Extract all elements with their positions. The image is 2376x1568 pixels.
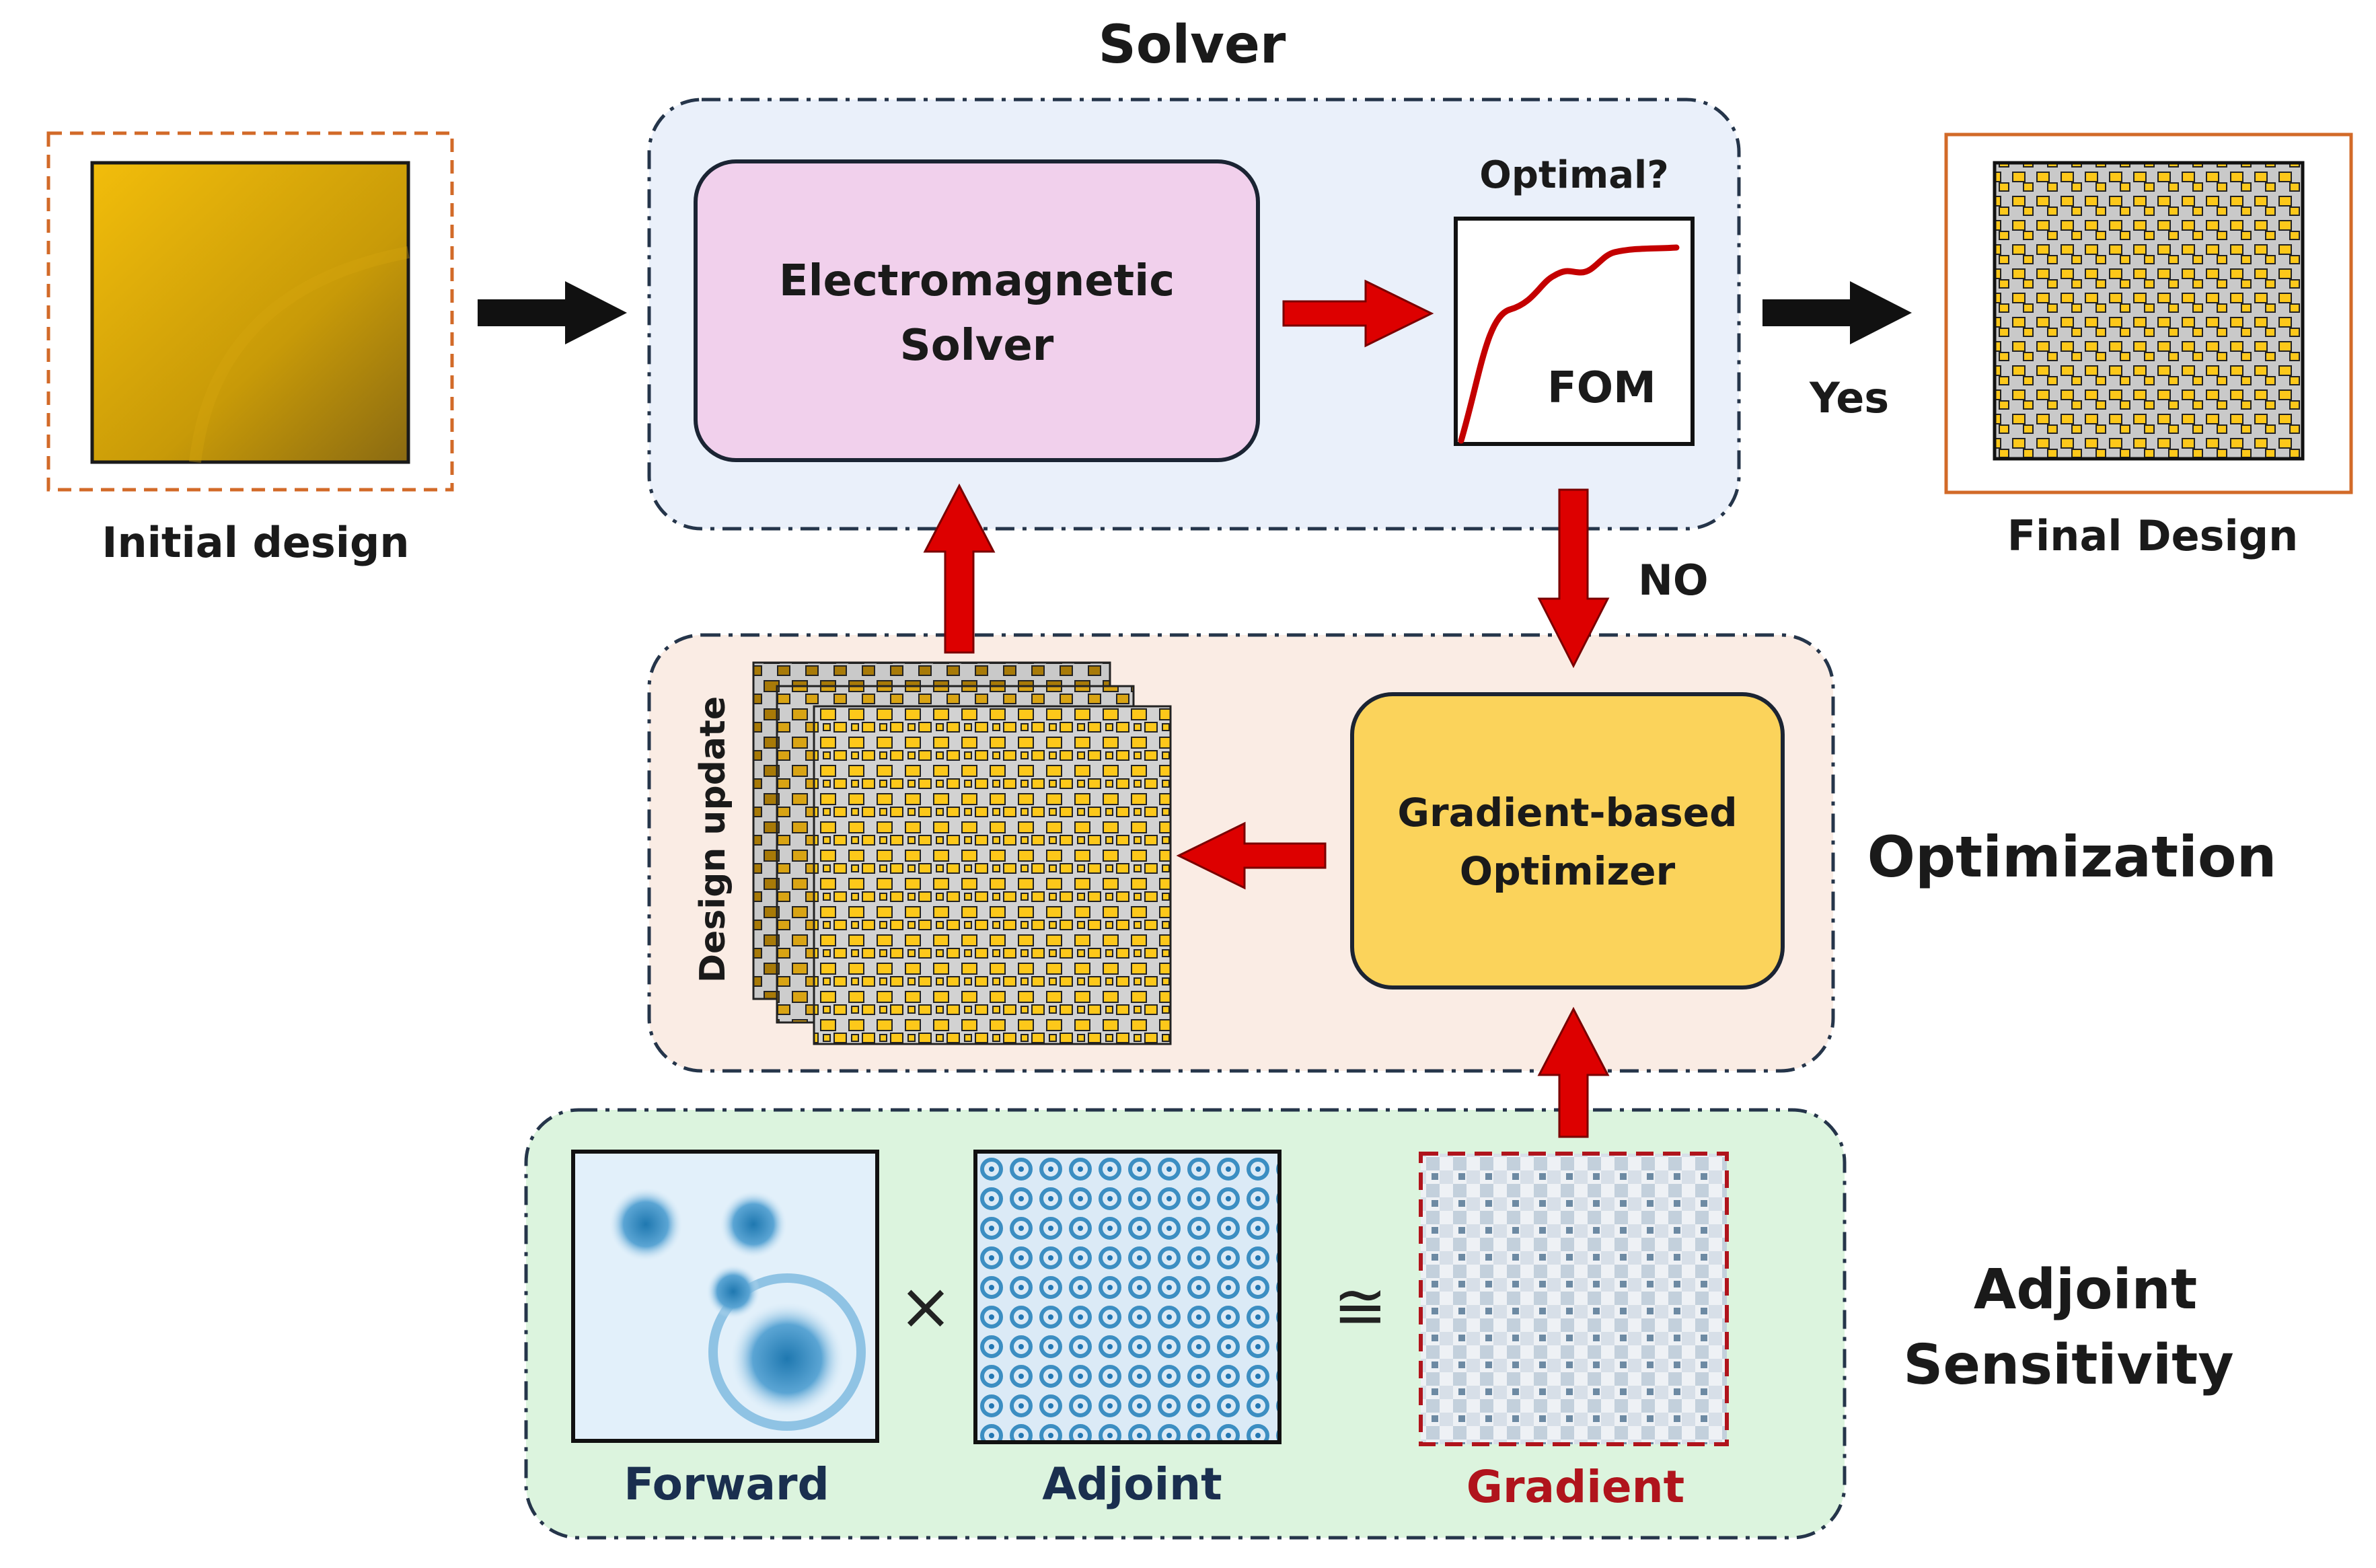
optimizer-box[interactable]	[1350, 692, 1785, 990]
times-symbol: ×	[899, 1269, 953, 1344]
design-update-label: Design update	[693, 696, 733, 983]
initial-design-label: Initial design	[102, 518, 410, 567]
forward-ring	[708, 1273, 866, 1431]
optimizer-line1: Gradient-based	[1397, 790, 1738, 835]
arrow-optimizer-to-update	[1176, 821, 1327, 890]
adjoint-title-line1: Adjoint	[1973, 1258, 2198, 1322]
forward-label: Forward	[624, 1458, 829, 1510]
initial-design-image	[90, 161, 410, 464]
adjoint-title-line2: Sensitivity	[1903, 1333, 2234, 1397]
no-label: NO	[1638, 556, 1709, 605]
arrow-no-to-optimizer	[1537, 488, 1610, 669]
initial-design-frame	[46, 131, 454, 492]
optimizer-line2: Optimizer	[1459, 848, 1676, 894]
em-solver-line1: Electromagnetic	[778, 256, 1175, 306]
arrow-update-to-solver	[923, 483, 996, 654]
arrow-solver-to-fom	[1282, 279, 1434, 348]
gradient-label: Gradient	[1466, 1461, 1685, 1513]
forward-hotspot	[720, 1191, 787, 1258]
forward-hotspot	[730, 1302, 844, 1416]
optimal-question: Optimal?	[1479, 153, 1669, 197]
gradient-map	[1419, 1152, 1729, 1446]
fom-chart-frame	[1454, 217, 1695, 446]
arrow-gradient-to-optimizer	[1537, 1006, 1610, 1138]
final-design-frame	[1944, 133, 2353, 494]
approx-symbol: ≅	[1333, 1269, 1387, 1344]
design-update-map-front	[813, 705, 1172, 1045]
forward-hotspot	[706, 1265, 760, 1318]
optimization-title: Optimization	[1867, 824, 2277, 890]
fom-label: FOM	[1547, 363, 1656, 413]
arrow-yes-to-final	[1762, 281, 1912, 344]
final-design-image	[1993, 161, 2305, 461]
final-design-label: Final Design	[2007, 511, 2299, 560]
em-solver-box[interactable]	[694, 159, 1260, 462]
em-solver-label: Electromagnetic Solver	[696, 249, 1258, 378]
solver-title: Solver	[1098, 15, 1286, 75]
arrow-initial-to-solver	[478, 281, 627, 344]
initial-design-shading	[189, 246, 410, 463]
em-solver-line2: Solver	[899, 321, 1054, 371]
adjoint-label: Adjoint	[1042, 1458, 1222, 1510]
yes-label: Yes	[1810, 373, 1890, 422]
fom-curve	[1458, 244, 1680, 444]
optimizer-label: Gradient-based Optimizer	[1352, 784, 1783, 901]
adjoint-field-map	[973, 1150, 1282, 1444]
forward-hotspot	[609, 1187, 683, 1261]
